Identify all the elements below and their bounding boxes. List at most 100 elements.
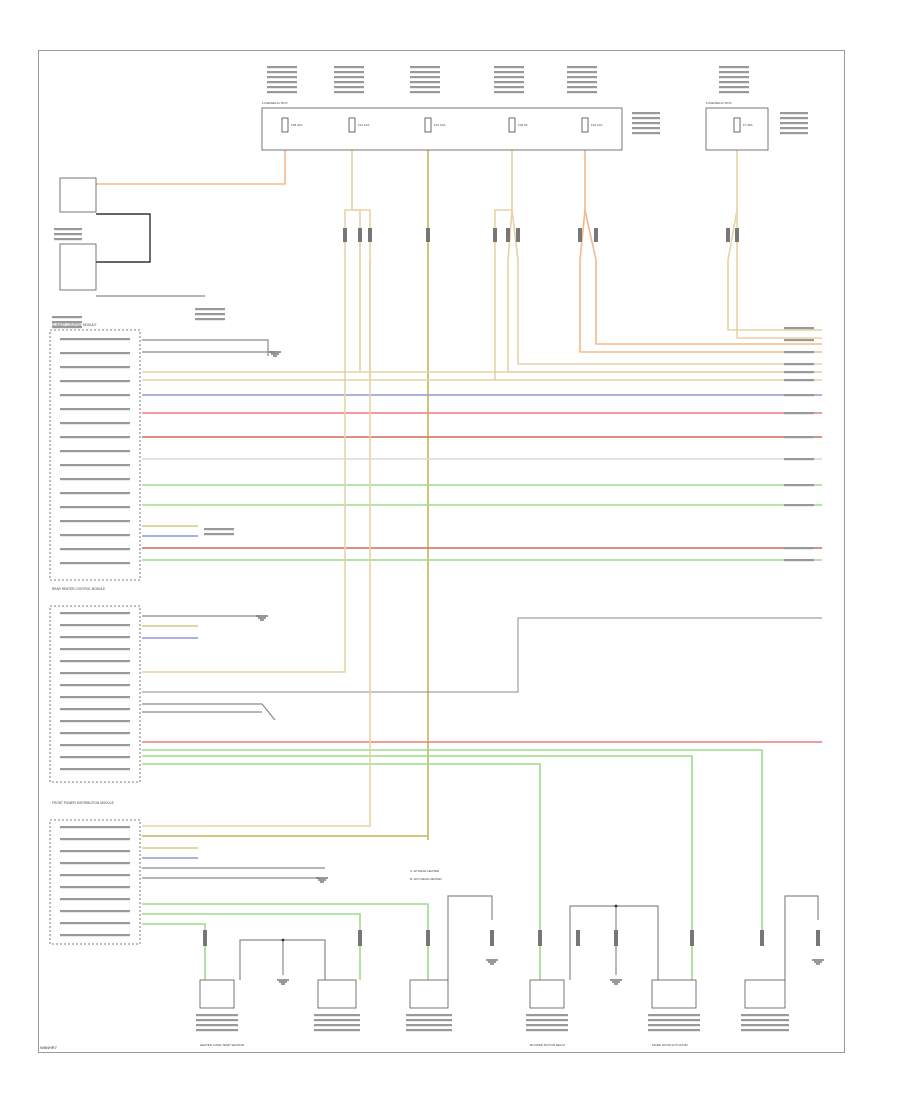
ground-symbol <box>277 979 289 985</box>
wire-tan <box>511 209 519 261</box>
component-3 <box>409 979 449 1009</box>
label-text-block <box>334 86 364 89</box>
label-text-block <box>60 562 130 565</box>
label-text-block <box>60 352 130 355</box>
component-5 <box>744 979 786 1009</box>
ground-symbol <box>269 351 281 357</box>
component-0 <box>199 979 235 1009</box>
label-text-block <box>784 394 814 397</box>
climate-control-module <box>49 329 141 581</box>
label-text-block <box>60 672 130 675</box>
label-text-block <box>60 380 130 383</box>
label-text-block <box>52 316 82 319</box>
connector-pin <box>576 930 580 946</box>
connector-pin <box>735 228 739 242</box>
label-text-block <box>54 238 82 241</box>
legend-text: B: W/O REAR HEATER <box>410 877 442 881</box>
label-text-block <box>784 559 814 562</box>
label-text-block <box>60 492 130 495</box>
label-text-block <box>784 547 814 550</box>
fuse-label: F22 10A <box>591 123 602 127</box>
label-text-block <box>60 648 130 651</box>
label-text-block <box>60 838 130 841</box>
label-text-block <box>494 71 524 74</box>
label-text-block <box>719 86 749 89</box>
label-text-block <box>410 91 440 94</box>
label-text-block <box>60 756 130 759</box>
fuse-label: F7 30A <box>743 123 753 127</box>
label-text-block <box>719 71 749 74</box>
wire-green <box>142 923 206 980</box>
label-text-block <box>410 71 440 74</box>
label-text-block <box>494 91 524 94</box>
connector-pin <box>578 228 582 242</box>
label-text-block <box>60 624 130 627</box>
label-text-block <box>784 363 814 366</box>
label-text-block <box>784 458 814 461</box>
label-text-block <box>784 327 814 330</box>
wire-tan <box>142 260 346 673</box>
ground-symbol <box>486 959 498 965</box>
label-text-block <box>60 898 130 901</box>
label-text-block <box>60 422 130 425</box>
fuse-box-label: FUSE/RELAY BOX <box>706 101 732 105</box>
module-label: CLIMATE CONTROL MODULE <box>52 323 96 327</box>
label-text-block <box>60 548 130 551</box>
label-text-block <box>195 313 225 316</box>
label-text-block <box>204 533 234 536</box>
label-text-block <box>741 1029 789 1032</box>
fuse-icon <box>581 117 589 133</box>
label-text-block <box>54 233 82 236</box>
fuse-icon <box>281 117 289 133</box>
module-label: FRONT POWER DISTRIBUTION MODULE <box>52 801 114 805</box>
connector-pin <box>614 930 618 946</box>
label-text-block <box>60 436 130 439</box>
wire-tan <box>517 260 822 365</box>
label-text-block <box>410 76 440 79</box>
label-text-block <box>60 478 130 481</box>
label-text-block <box>60 684 130 687</box>
label-text-block <box>410 66 440 69</box>
label-text-block <box>60 922 130 925</box>
wire-green <box>142 749 763 930</box>
label-text-block <box>410 86 440 89</box>
connector-pin <box>726 228 730 242</box>
label-text-block <box>60 862 130 865</box>
fuse-icon <box>508 117 516 133</box>
label-text-block <box>567 86 597 89</box>
module-label: REAR HEATER CONTROL MODULE <box>52 587 105 591</box>
label-text-block <box>60 768 130 771</box>
diagram-frame <box>38 50 845 1053</box>
wire-gray <box>142 703 276 721</box>
label-text-block <box>334 71 364 74</box>
wire-tan <box>727 260 822 331</box>
label-text-block <box>648 1019 700 1022</box>
diagram-id: W8NHR7 <box>40 1045 57 1050</box>
label-text-block <box>60 910 130 913</box>
fuse-icon <box>733 117 741 133</box>
label-text-block <box>567 91 597 94</box>
label-text-block <box>267 66 297 69</box>
label-text-block <box>314 1019 360 1022</box>
wire-tan <box>344 150 353 260</box>
label-text-block <box>632 117 660 120</box>
label-text-block <box>632 132 660 135</box>
label-text-block <box>406 1014 452 1017</box>
component-2 <box>317 979 357 1009</box>
label-text-block <box>60 826 130 829</box>
component-label: HEATER CORE TEMP SENSOR <box>200 1043 245 1047</box>
label-text-block <box>741 1019 789 1022</box>
label-text-block <box>60 338 130 341</box>
label-text-block <box>719 76 749 79</box>
label-text-block <box>267 76 297 79</box>
fuse-label: F28 20A <box>291 123 302 127</box>
label-text-block <box>632 112 660 115</box>
label-text-block <box>52 326 82 329</box>
connector-pin <box>816 930 820 946</box>
label-text-block <box>784 339 814 342</box>
label-text-block <box>648 1024 700 1027</box>
connector-pin <box>538 930 542 946</box>
label-text-block <box>195 308 225 311</box>
connector-pin <box>426 228 430 242</box>
wire-tan <box>142 260 371 827</box>
